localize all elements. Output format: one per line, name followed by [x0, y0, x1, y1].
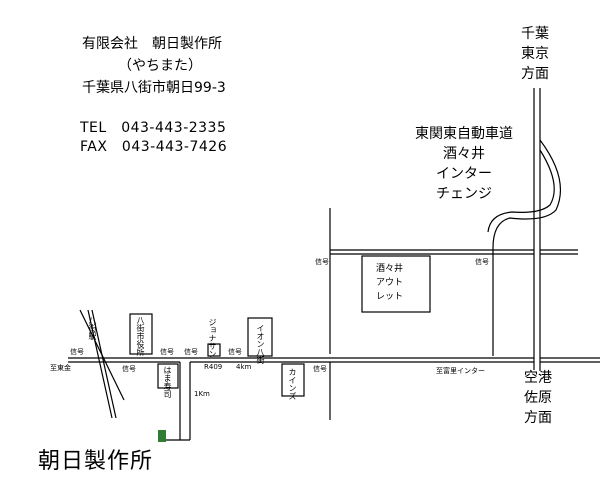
company-tel: TEL 043-443-2335 [80, 120, 227, 136]
direction-north-line-2: 東京 [521, 46, 549, 62]
signal-label: 信号 [315, 258, 329, 266]
distance-4km-label: 4km [236, 363, 252, 371]
distance-1km-label: 1Km [194, 390, 210, 398]
direction-se-line-2: 佐原 [524, 390, 552, 406]
interchange-ramp [492, 139, 562, 249]
signal-label: 信号 [475, 258, 489, 266]
city-office-box [129, 313, 153, 355]
direction-north-line-3: 方面 [521, 66, 549, 82]
interchange-line-2: 酒々井 [443, 146, 485, 162]
signal-label: 信号 [313, 365, 327, 373]
signal-label: 信号 [184, 348, 198, 356]
railway [91, 309, 117, 419]
station-label: 八街駅 [88, 316, 97, 340]
jonathan-label: ジョナサン [208, 318, 217, 358]
company-reading: （やちまた） [118, 58, 202, 74]
outlet-line-1: 酒々井 [376, 264, 404, 274]
direction-north-line-1: 千葉 [521, 26, 549, 42]
outlet-line-2: アウト [376, 278, 404, 288]
direction-se-line-3: 方面 [524, 410, 552, 426]
interchange-line-1: 東関東自動車道 [415, 126, 513, 142]
factory-marker [158, 430, 166, 442]
interchange-ramp [487, 149, 555, 233]
company-fax: FAX 043-443-7426 [80, 139, 228, 155]
interchange-line-3: インター [436, 166, 492, 182]
outlet-box [361, 255, 431, 313]
cainz-label: カインズ [288, 368, 297, 400]
direction-southeast: 空港 佐原 方面 [518, 368, 558, 428]
outlet-line-3: レット [376, 292, 404, 302]
signal-label: 信号 [122, 365, 136, 373]
aeon-box [247, 317, 273, 357]
signal-label: 信号 [160, 348, 174, 356]
company-name: 有限会社 朝日製作所 [82, 36, 222, 52]
signal-label: 信号 [70, 348, 84, 356]
city-office-label: 八街市役所 [136, 316, 145, 356]
direction-north: 千葉 東京 方面 [520, 24, 550, 84]
interchange-line-4: チェンジ [436, 186, 492, 202]
to-tomisato-label: 至富里インター [436, 367, 485, 375]
railway [87, 309, 113, 419]
railway-crossline [79, 309, 125, 401]
direction-se-line-1: 空港 [524, 370, 552, 386]
signal-label: 信号 [228, 348, 242, 356]
map-title: 朝日製作所 [38, 449, 154, 474]
outlet-label: 酒々井 アウト レット [376, 262, 403, 304]
aeon-label: イオン八街 [256, 324, 265, 364]
hama-sushi-label: はま寿司 [163, 366, 172, 398]
jonathan-box [207, 343, 221, 357]
route-label: R409 [204, 363, 223, 371]
cainz-box [281, 363, 305, 397]
interchange-label: 東関東自動車道 酒々井 インター チェンジ [404, 124, 524, 204]
hama-sushi-box [157, 363, 179, 389]
company-address: 千葉県八街市朝日99-3 [82, 80, 226, 96]
to-togane-label: 至東金 [50, 364, 71, 372]
